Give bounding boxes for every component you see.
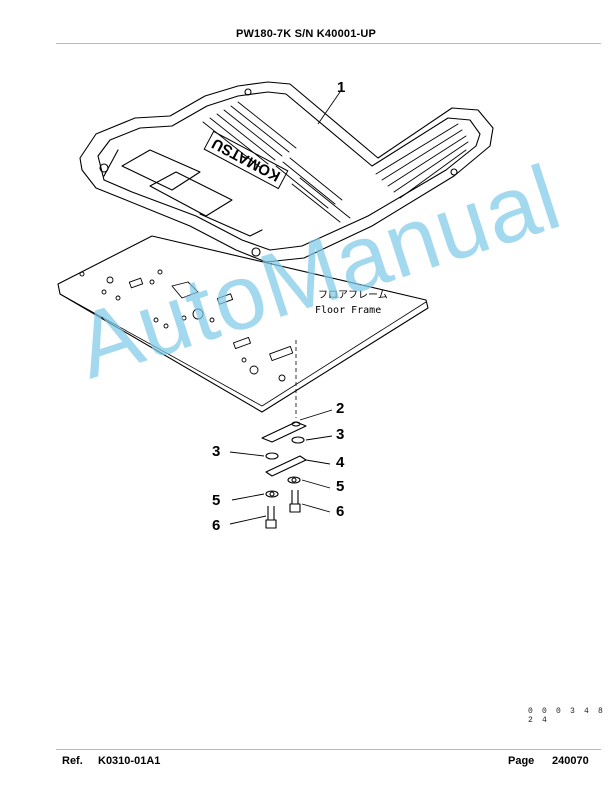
callout-6-left: 6 (212, 517, 220, 534)
callout-3-left: 3 (212, 443, 220, 460)
page-title: PW180-7K S/N K40001-UP (235, 28, 377, 40)
floor-mat-outline (79, 81, 494, 263)
washer-3-right (291, 436, 305, 444)
page-number: 240070 (552, 755, 589, 767)
label-floor-frame-en: Floor Frame (315, 305, 381, 316)
floor-mat-slots (202, 101, 469, 223)
drawing-number: 0 0 0 3 4 8 2 4 (528, 707, 606, 725)
komatsu-logo-text: KOMATSU (209, 135, 283, 185)
floor-frame-plate (57, 235, 429, 413)
callout-6-right: 6 (336, 503, 344, 520)
leader-lines (229, 91, 341, 525)
bolt-6-right (289, 490, 301, 513)
callout-5-left: 5 (212, 492, 220, 509)
bracket-part-2 (261, 421, 307, 443)
pedal-recess (121, 149, 201, 191)
callout-4: 4 (336, 454, 345, 471)
footer-divider (56, 749, 601, 750)
ref-label: Ref. (62, 755, 83, 767)
callout-2: 2 (336, 400, 344, 417)
washer-3-left (265, 452, 279, 460)
label-floor-frame-jp: フロアフレーム (318, 289, 388, 301)
page-label: Page (508, 755, 535, 767)
floor-frame-holes (79, 269, 294, 382)
callout-3-right: 3 (336, 426, 344, 443)
washer-5-left (265, 490, 279, 498)
floor-mat-rim (97, 91, 481, 251)
header-divider (56, 43, 601, 44)
callout-5-right: 5 (336, 478, 344, 495)
callout-1: 1 (337, 79, 345, 96)
washer-5-right (287, 476, 301, 484)
bolt-6-left (265, 506, 277, 529)
ref-code: K0310-01A1 (98, 755, 161, 767)
